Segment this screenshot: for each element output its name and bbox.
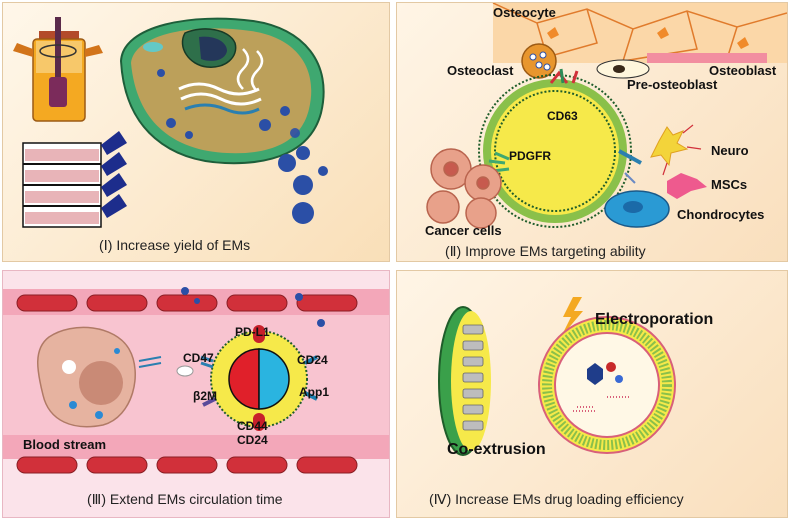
label-neuro: Neuro <box>711 143 749 158</box>
panel-increase-yield: (Ⅰ) Increase yield of EMs <box>2 2 390 262</box>
label-osteoclast: Osteoclast <box>447 63 514 78</box>
label-co-extrusion: Co-extrusion <box>447 441 546 458</box>
cd47-vesicle <box>200 325 318 431</box>
mscs-cell <box>667 173 707 199</box>
osteoclast-cell <box>521 43 557 79</box>
endothelial-cells-top <box>16 294 358 312</box>
label-cd24-bottom: CD24 <box>237 433 268 447</box>
panel-1-caption: (Ⅰ) Increase yield of EMs <box>99 237 251 253</box>
panel-2-illustration <box>426 3 787 229</box>
cancer-cells <box>426 148 502 229</box>
engineered-vesicle <box>478 74 632 228</box>
panel-4-illustration <box>438 297 676 456</box>
panel-drug-loading: Electroporation Co-extrusion (Ⅳ) Increas… <box>396 270 788 518</box>
lightning-icon <box>561 297 583 337</box>
label-cd44: CD44 <box>237 419 268 433</box>
label-mscs: MSCs <box>711 177 748 192</box>
panel-3-illustration <box>3 287 389 474</box>
endothelial-cells-bottom <box>16 456 358 474</box>
macrophage-cell <box>37 326 136 428</box>
label-cancer-cells: Cancer cells <box>425 223 502 238</box>
label-cd24-right: CD24 <box>297 353 328 367</box>
secreted-exosomes <box>278 128 328 224</box>
neuro-cell <box>650 124 702 176</box>
label-app1: App1 <box>299 385 329 399</box>
label-chondrocytes: Chondrocytes <box>677 207 765 222</box>
label-b2m: β2M <box>193 389 217 403</box>
panel-targeting-ability: Osteocyte Osteoclast Osteoblast Pre-oste… <box>396 2 788 262</box>
label-cd63: CD63 <box>547 109 578 123</box>
label-osteoblast: Osteoblast <box>709 63 777 78</box>
hollow-fiber-stack-icon <box>22 131 127 228</box>
label-osteocyte: Osteocyte <box>493 5 556 20</box>
label-pd-l1: PD-L1 <box>235 325 270 339</box>
producer-cell-icon <box>119 17 325 165</box>
label-electroporation: Electroporation <box>595 311 714 328</box>
label-pdgfr: PDGFR <box>509 149 551 163</box>
bioreactor-icon <box>13 17 103 122</box>
panel-4-caption: (Ⅳ) Increase EMs drug loading efficiency <box>429 491 684 507</box>
panel-2-caption: (Ⅱ) Improve EMs targeting ability <box>445 243 646 259</box>
label-pre-osteoblast: Pre-osteoblast <box>627 77 718 92</box>
label-blood-stream: Blood stream <box>23 437 107 452</box>
electroporation-vesicle <box>538 316 676 454</box>
panel-1-illustration <box>13 17 328 228</box>
chondrocyte-cell <box>604 190 670 228</box>
panel-3-caption: (Ⅲ) Extend EMs circulation time <box>87 491 283 507</box>
label-cd47: CD47 <box>183 351 214 365</box>
extrusion-membrane <box>438 306 491 456</box>
panel-circulation-time: PD-L1 CD47 CD24 β2M App1 CD44 CD24 Blood… <box>2 270 390 518</box>
